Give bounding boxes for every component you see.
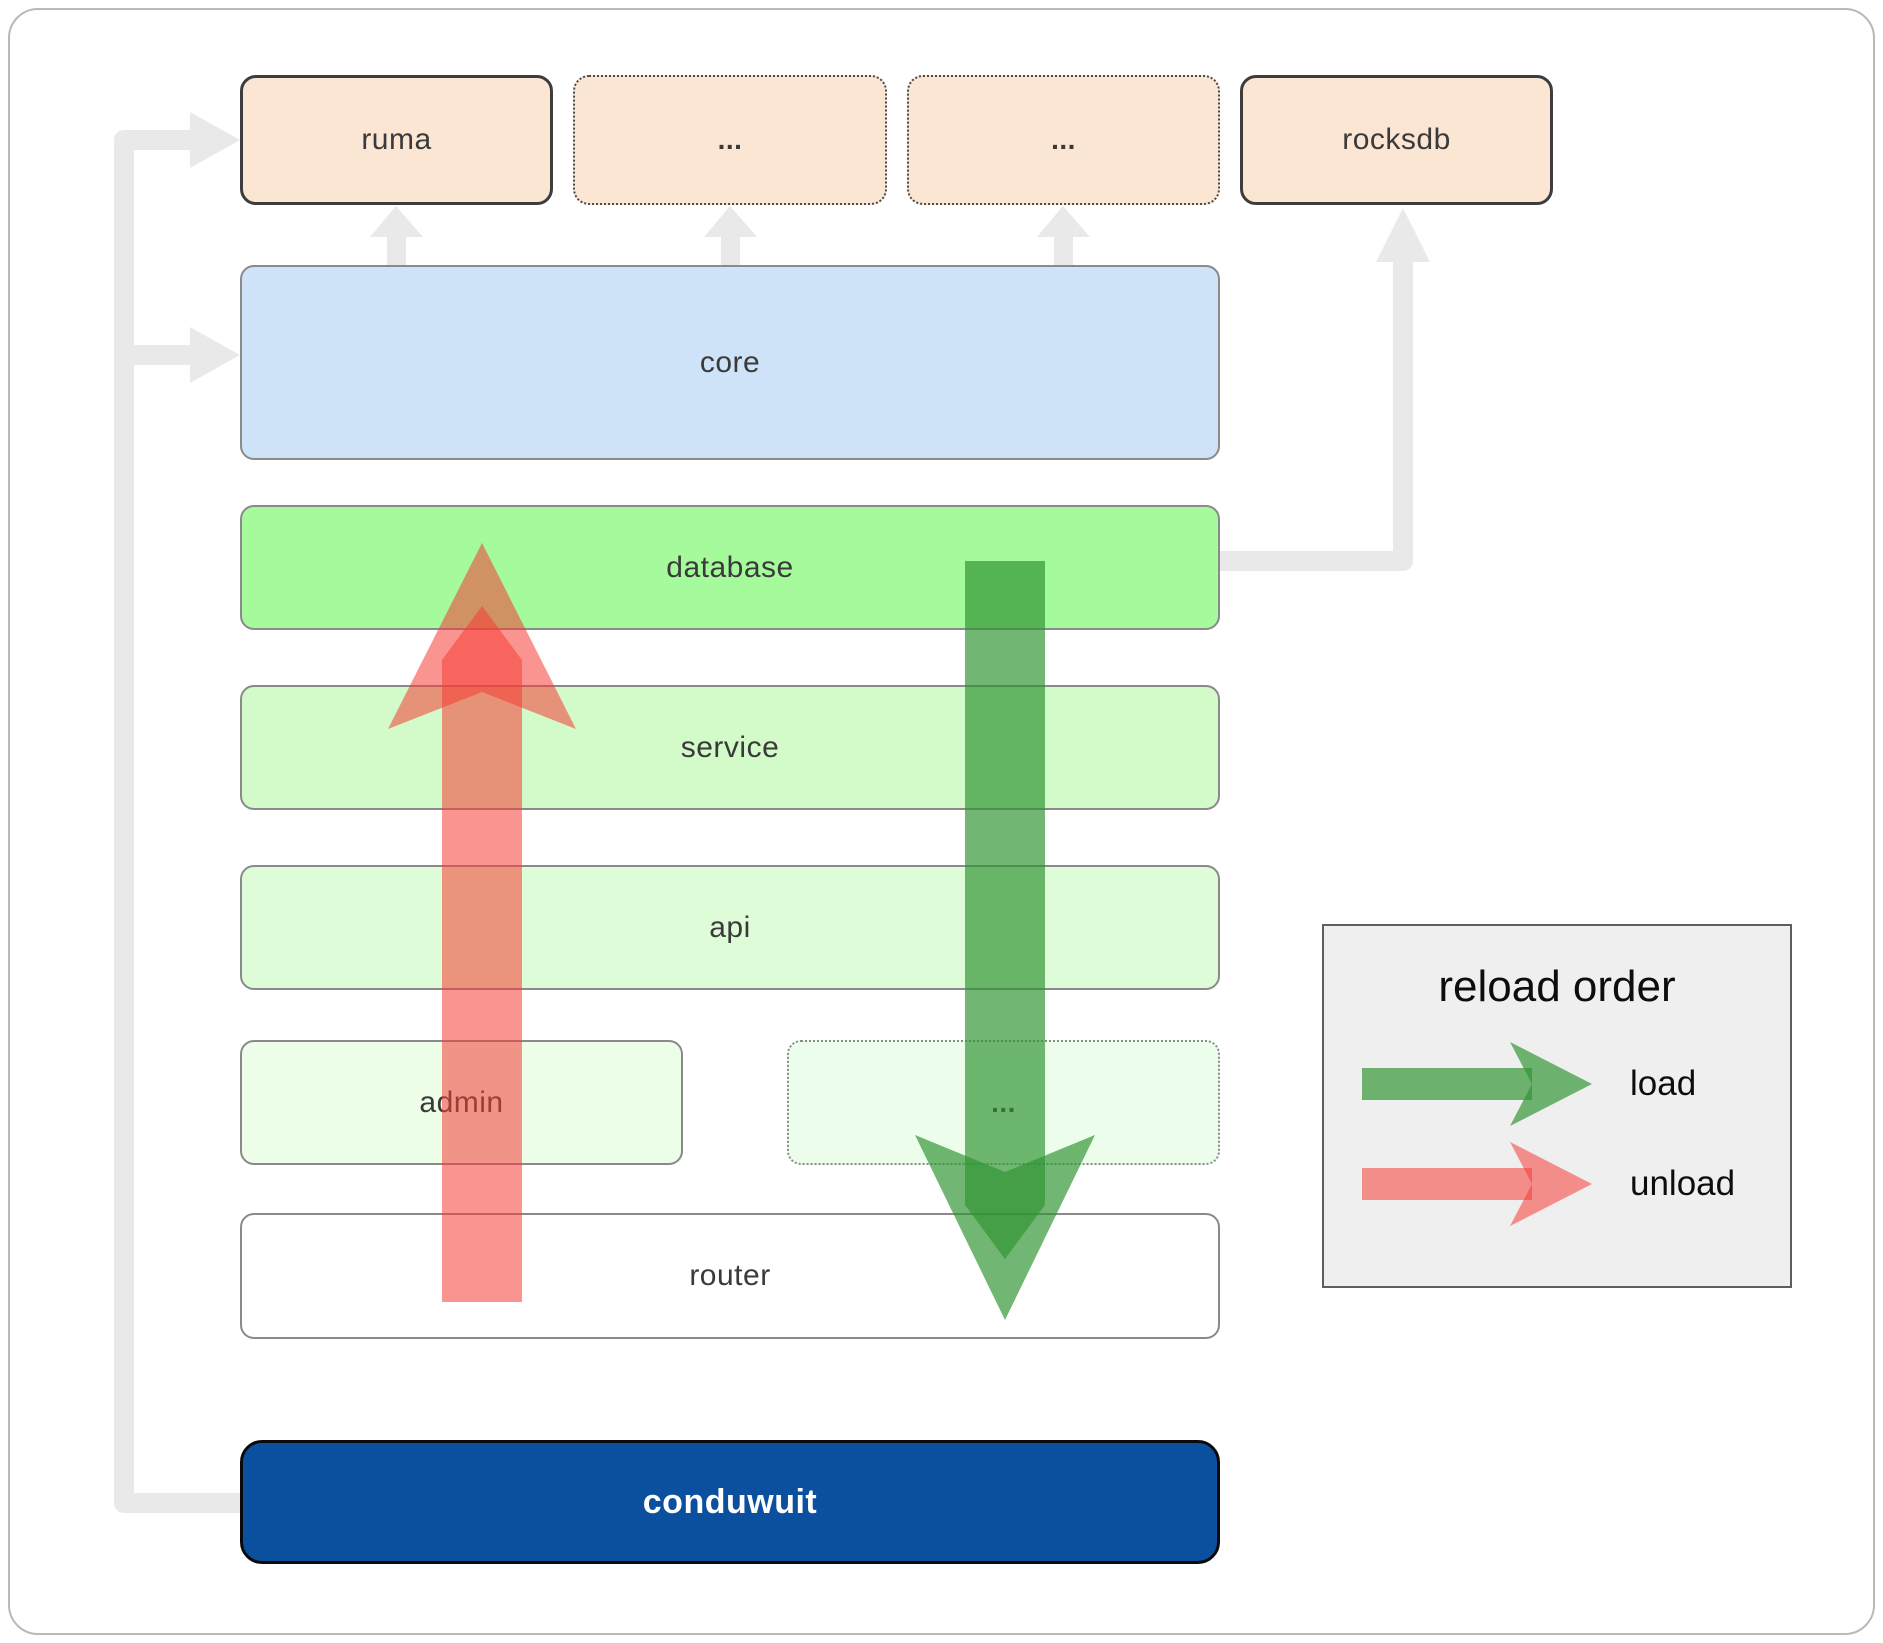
node-rocksdb-label: rocksdb bbox=[1342, 123, 1451, 156]
node-router: router bbox=[240, 1213, 1220, 1339]
node-modules-mid-label: ... bbox=[991, 1086, 1016, 1118]
node-database-label: database bbox=[666, 550, 794, 584]
legend-title: reload order bbox=[1438, 962, 1676, 1011]
diagram-frame bbox=[8, 8, 1875, 1635]
node-database: database bbox=[240, 505, 1220, 630]
node-core-label: core bbox=[699, 345, 761, 379]
node-modules-mid: ... bbox=[787, 1040, 1220, 1165]
legend-unload-label: unload bbox=[1630, 1164, 1736, 1203]
node-modules-top-1: ... bbox=[573, 75, 887, 205]
node-conduwuit: conduwuit bbox=[240, 1440, 1220, 1564]
node-modules-top-2-label: ... bbox=[1051, 124, 1076, 155]
node-admin-label: admin bbox=[419, 1085, 504, 1119]
node-rocksdb: rocksdb bbox=[1240, 75, 1553, 205]
node-api: api bbox=[240, 865, 1220, 990]
node-ruma: ruma bbox=[240, 75, 553, 205]
node-api-label: api bbox=[709, 910, 751, 944]
node-ruma-label: ruma bbox=[361, 123, 432, 156]
node-conduwuit-label: conduwuit bbox=[642, 1482, 818, 1521]
node-core: core bbox=[240, 265, 1220, 460]
legend-reload-order: reload order load unload bbox=[1322, 924, 1792, 1288]
node-service: service bbox=[240, 685, 1220, 810]
node-modules-top-1-label: ... bbox=[717, 124, 743, 155]
legend-load-label: load bbox=[1630, 1064, 1697, 1103]
node-admin: admin bbox=[240, 1040, 683, 1165]
node-service-label: service bbox=[680, 730, 780, 764]
node-modules-top-2: ... bbox=[907, 75, 1220, 205]
node-router-label: router bbox=[689, 1259, 771, 1292]
